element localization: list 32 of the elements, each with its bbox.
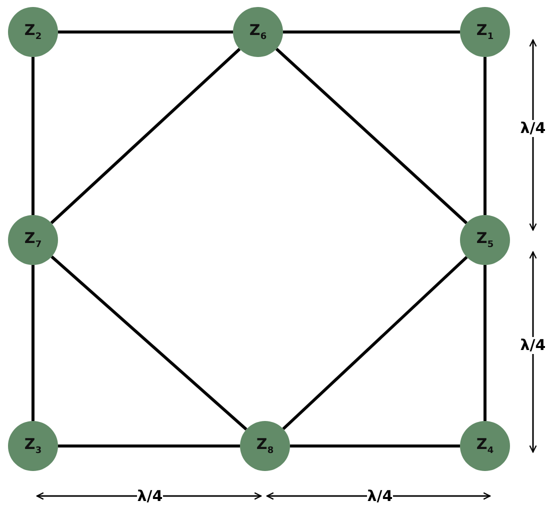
- connector-line: [50, 48, 241, 224]
- circle-node: [8, 421, 58, 471]
- circle-node: [460, 7, 510, 57]
- node-label: Z$_{6}$: [249, 22, 267, 42]
- node-label: Z$_{3}$: [24, 436, 42, 456]
- connector-line: [484, 265, 486, 421]
- connector-line: [32, 57, 34, 215]
- circle-node: [240, 421, 290, 471]
- circle-node: [460, 421, 510, 471]
- node-label: Z$_{5}$: [476, 230, 494, 250]
- connector-line: [275, 48, 468, 224]
- connector-line: [50, 255, 248, 431]
- node-label: Z$_{4}$: [476, 436, 494, 456]
- node-label: Z$_{2}$: [24, 22, 42, 42]
- connector-line: [58, 30, 233, 34]
- node-label: Z$_{8}$: [256, 436, 274, 456]
- connector-line: [32, 265, 34, 421]
- dimension-label: λ/4: [520, 336, 546, 354]
- connector-line: [283, 30, 460, 34]
- circle-node: [233, 7, 283, 57]
- connector-line: [58, 444, 240, 448]
- node-label: Z$_{7}$: [24, 230, 42, 250]
- circle-node: [460, 215, 510, 265]
- connector-line: [290, 444, 460, 448]
- dimension-label: λ/4: [137, 488, 163, 504]
- circle-node: [8, 215, 58, 265]
- dimension-label: λ/4: [520, 120, 546, 136]
- connector-line: [282, 256, 468, 430]
- connector-line: [484, 57, 486, 215]
- node-label: Z$_{1}$: [476, 22, 494, 42]
- circle-node: [8, 7, 58, 57]
- dimension-label: λ/4: [367, 488, 393, 504]
